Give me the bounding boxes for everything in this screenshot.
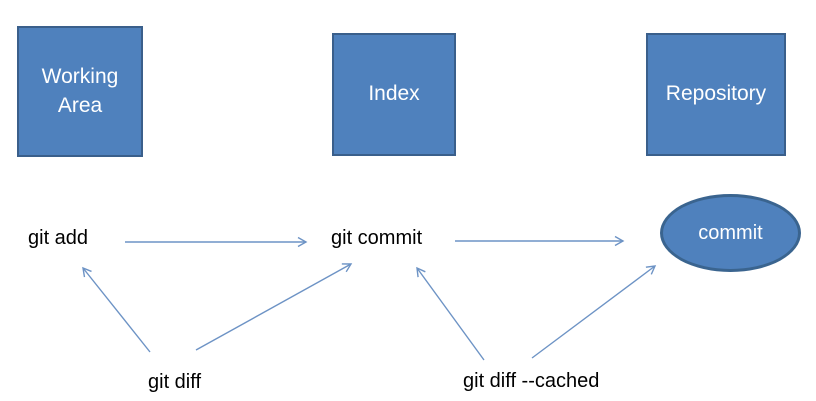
commit-ellipse-label: commit [698, 221, 763, 244]
arrow-git-diff-to-git-add [82, 266, 151, 353]
working-area-box: Working Area [17, 26, 143, 157]
index-label: Index [368, 82, 420, 106]
repository-box: Repository [646, 33, 786, 156]
commit-ellipse: commit [660, 194, 801, 272]
git-diff-label: git diff [148, 371, 201, 393]
arrow-git-diff-cached-to-commit [531, 265, 657, 359]
git-commit-label: git commit [331, 227, 423, 249]
index-box: Index [332, 33, 456, 156]
working-area-label: Working Area [41, 65, 119, 117]
git-add-label: git add [28, 227, 89, 249]
repository-label: Repository [665, 82, 767, 106]
git-diff-cached-label: git diff --cached [463, 370, 600, 392]
arrow-git-diff-cached-to-git-commit [416, 266, 485, 361]
arrow-git-diff-to-git-commit [195, 263, 353, 351]
